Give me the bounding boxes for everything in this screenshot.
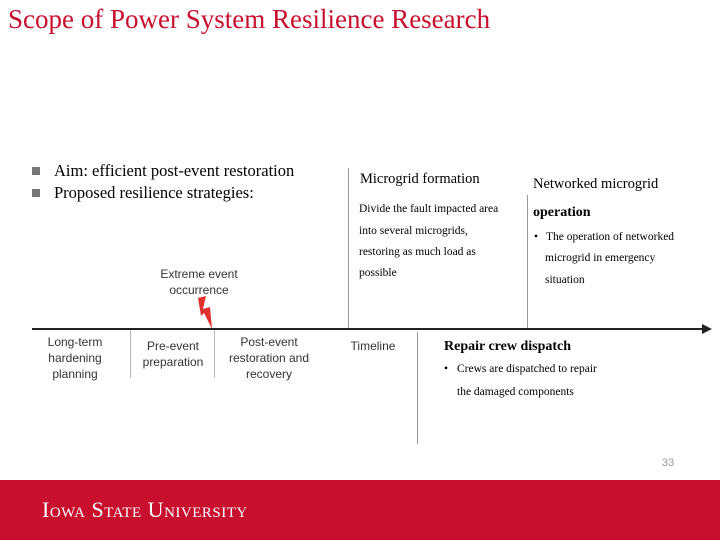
bullet-item-strategies: Proposed resilience strategies: [30,182,294,204]
stage-line: preparation [142,355,204,369]
bullet-text: Proposed resilience strategies: [54,183,254,202]
stage-long-term: Long-term hardening planning [40,334,110,382]
bullet-item-aim: Aim: efficient post-event restoration [30,160,294,182]
stage-line: Long-term [47,335,103,349]
square-bullet-icon [32,167,40,175]
repair-crew-desc-2: the damaged components [457,386,574,398]
timeline-arrow-icon [702,324,712,334]
stage-line: Pre-event [146,339,200,353]
stage-line: Post-event [240,335,298,349]
stage-line: hardening [48,351,102,365]
repair-crew-heading: Repair crew dispatch [444,339,572,354]
lightning-bolt-icon [198,296,212,329]
square-bullet-icon [32,189,40,197]
stage-pre-event: Pre-event preparation [138,338,208,370]
event-label-line1: Extreme event [160,267,238,281]
repair-crew-divider [417,332,418,444]
university-logo-text: Iowa State University [42,497,248,522]
footer-bar [0,480,720,540]
networked-microgrid-desc-3: situation [545,274,585,286]
networked-microgrid-heading: Networked microgrid [533,176,659,192]
repair-crew-desc-1: Crews are dispatched to repair [457,363,597,375]
bullet-list: Aim: efficient post-event restoration Pr… [30,160,294,204]
stage-post-event: Post-event restoration and recovery [224,334,314,382]
microgrid-formation-desc-1: Divide the fault impacted area [359,203,499,215]
networked-microgrid-desc-2: microgrid in emergency [545,252,656,264]
microgrid-formation-divider [348,168,349,330]
bullet-text: Aim: efficient post-event restoration [54,161,295,180]
stage-divider-2 [214,330,215,378]
microgrid-formation-desc-2: into several microgrids, [359,225,468,237]
stage-divider-1 [130,330,131,378]
networked-microgrid-heading-2: operation [533,205,591,220]
microgrid-formation-desc-3: restoring as much load as [359,246,476,258]
microgrid-formation-heading: Microgrid formation [360,171,480,187]
timeline-axis-label: Timeline [350,339,396,353]
repair-crew-bullet-icon: • [444,363,449,375]
microgrid-formation-desc-4: possible [359,267,397,279]
page-number: 33 [662,457,675,469]
slide-title: Scope of Power System Resilience Researc… [8,4,491,34]
stage-line: planning [52,367,98,381]
stage-line: recovery [245,367,292,381]
networked-microgrid-divider [527,195,528,330]
networked-microgrid-desc-1: The operation of networked [546,231,675,243]
event-label-line2: occurrence [169,283,229,297]
stage-line: restoration and [228,351,310,365]
networked-microgrid-bullet-icon: • [534,231,539,243]
